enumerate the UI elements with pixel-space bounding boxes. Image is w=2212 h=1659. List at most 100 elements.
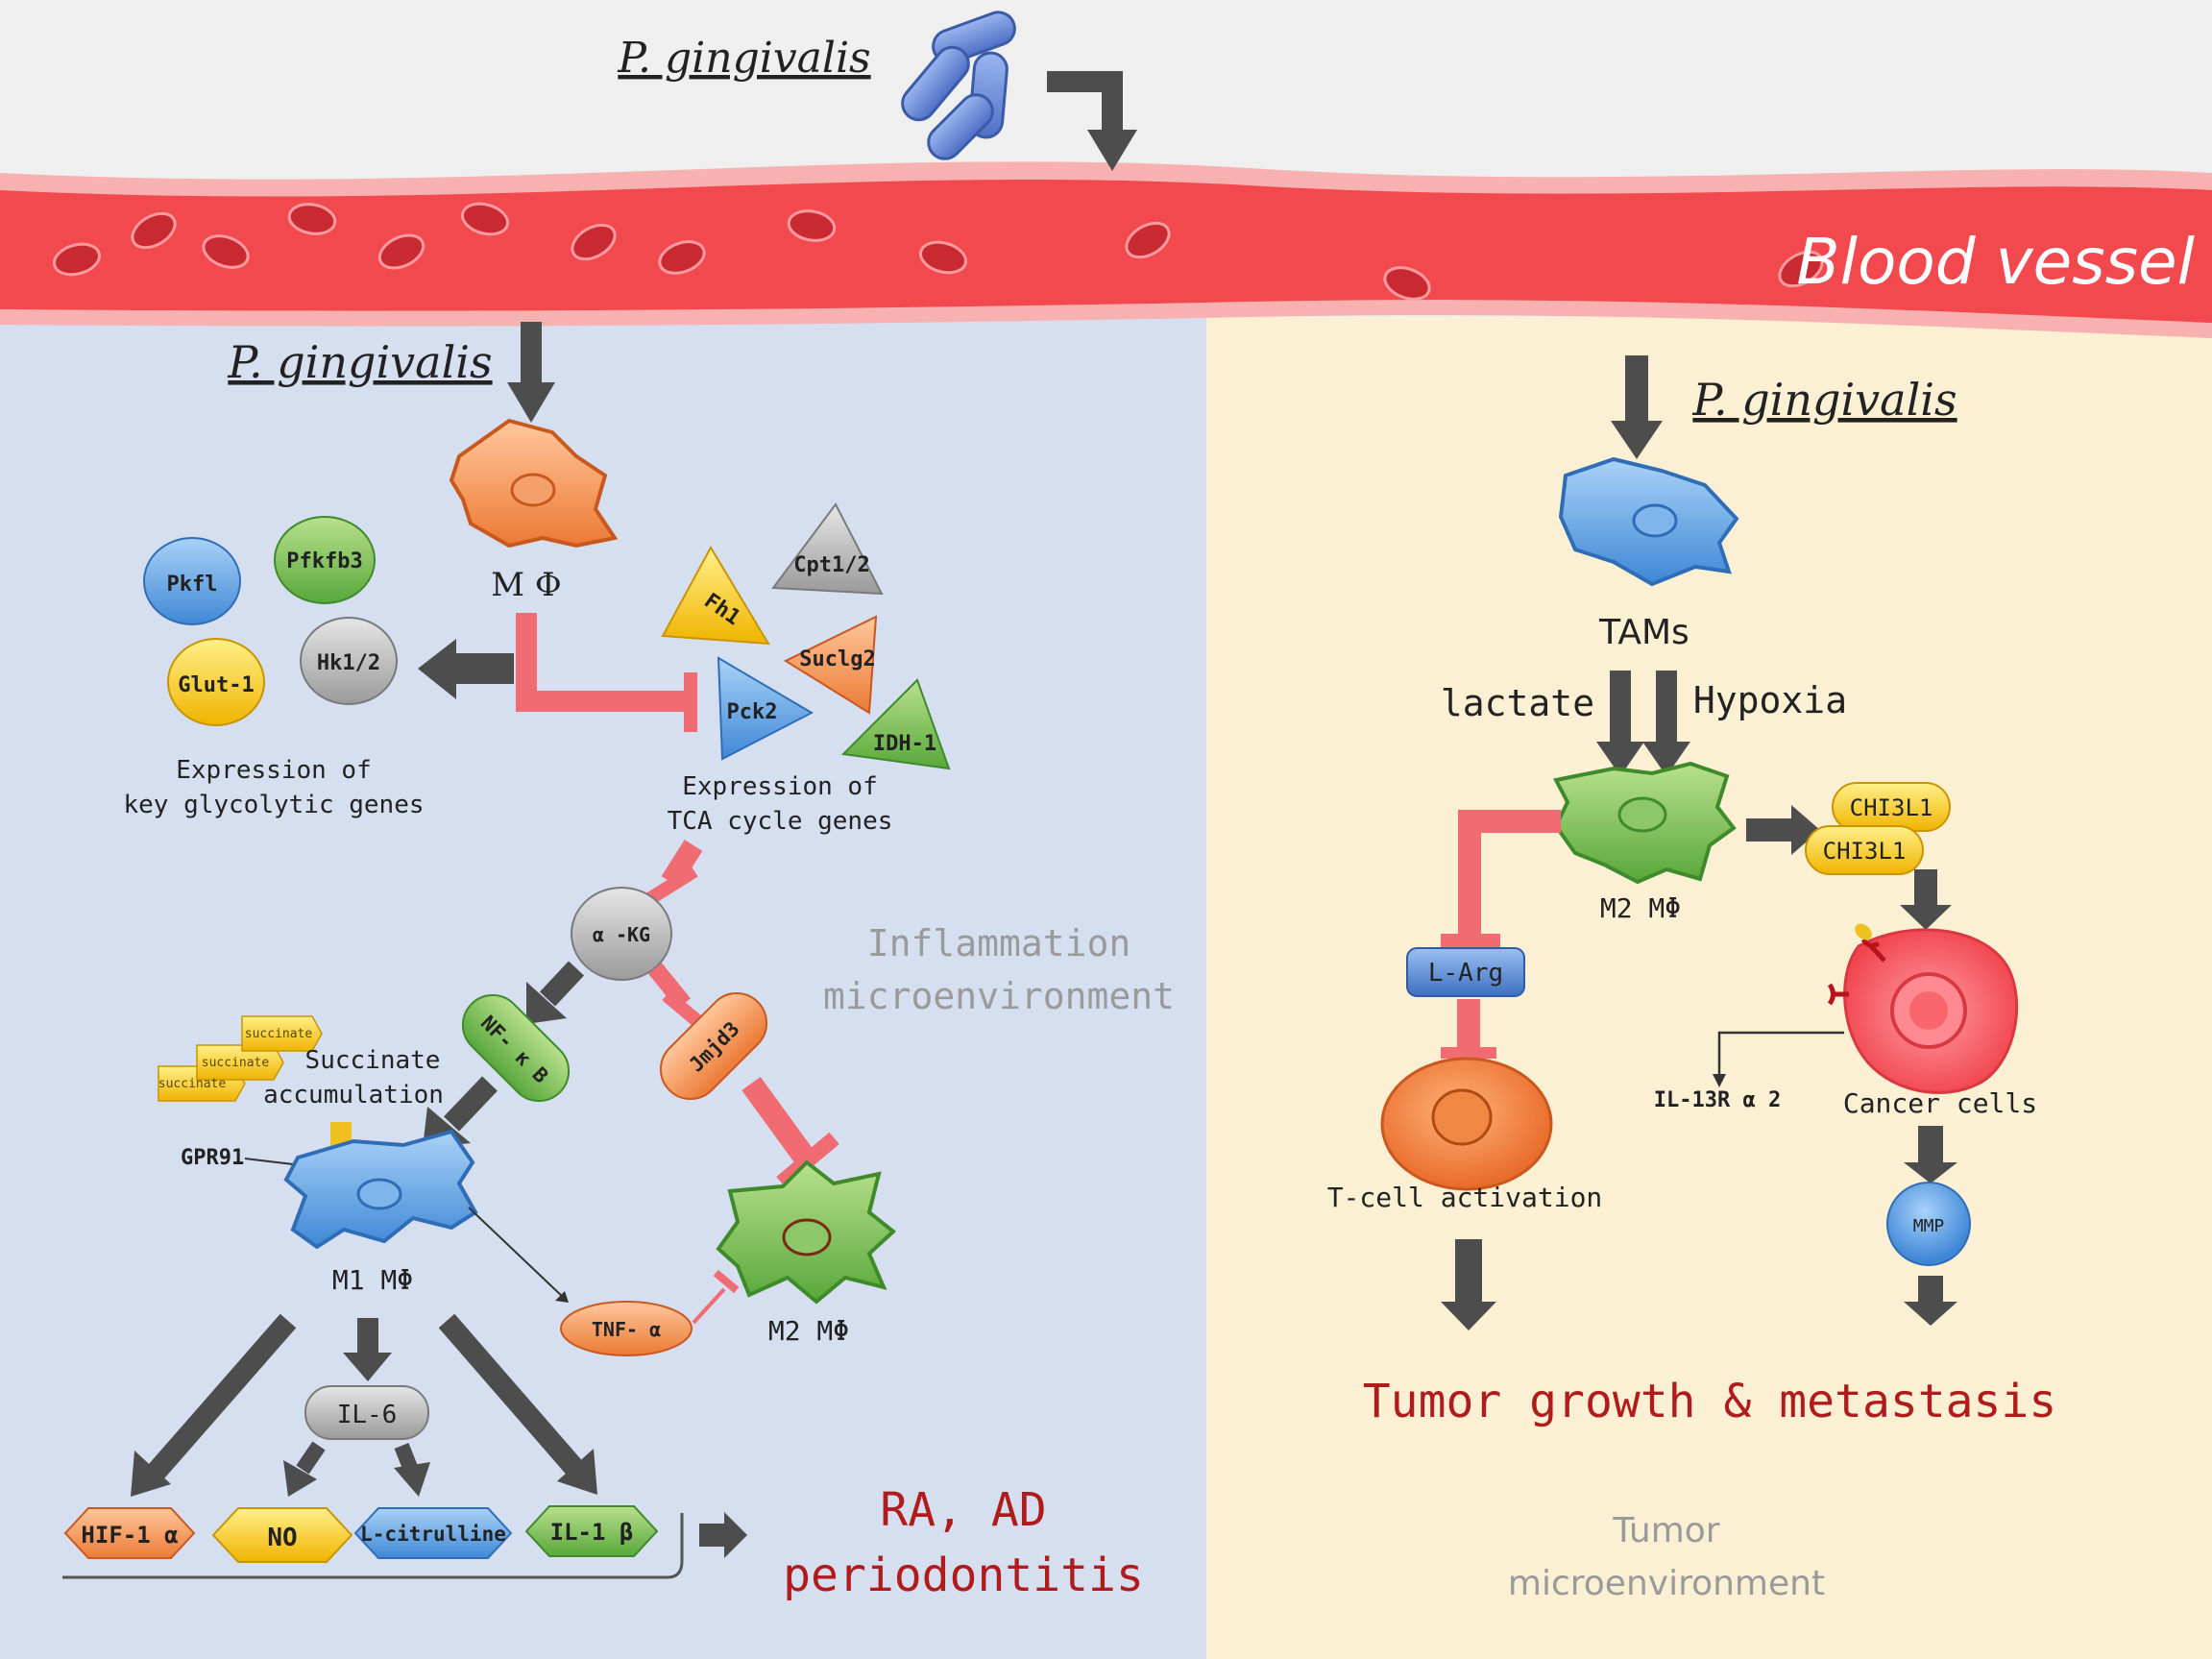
blood-vessel-label: Blood vessel xyxy=(1796,225,2195,299)
m1-il6-arrow xyxy=(343,1318,392,1381)
m2-left-label: M2 MΦ xyxy=(768,1315,849,1347)
mmp-node: MMP xyxy=(1886,1182,1971,1266)
tam-cell xyxy=(1558,456,1739,587)
tumor-outcome-label: Tumor growth & metastasis xyxy=(1363,1375,2056,1428)
tumor-label-line2: microenvironment xyxy=(1508,1564,1825,1603)
left-entry-arrow xyxy=(507,322,555,423)
jmjd3-node: Jmjd3 xyxy=(659,991,768,1101)
mmp-label: MMP xyxy=(1913,1216,1945,1236)
jmjd3-m2-inhibition-line xyxy=(741,1076,814,1165)
tca-caption-line1: Expression of xyxy=(682,772,878,801)
gene-glut1-label: Glut-1 xyxy=(178,673,254,697)
gene-idh1-label: IDH-1 xyxy=(873,732,936,756)
output-hif: HIF-1 α xyxy=(63,1507,196,1559)
output-no: NO xyxy=(211,1507,353,1563)
gene-idh1: IDH-1 xyxy=(840,678,951,770)
output-il1b-label: IL-1 β xyxy=(550,1519,634,1546)
tcell-outcome-arrow xyxy=(1441,1239,1496,1330)
succinate-chips: succinate succinate succinate xyxy=(158,1015,323,1102)
disease-arrow xyxy=(699,1512,747,1558)
gene-pkfl-label: Pkfl xyxy=(167,573,218,597)
gene-pfkfb3-label: Pfkfb3 xyxy=(286,549,362,573)
tca-caption-line2: TCA cycle genes xyxy=(668,807,893,836)
receptor-icon xyxy=(1827,923,1886,1006)
m2-larg-inhibition-line xyxy=(1458,810,1561,937)
cancer-mmp-arrow xyxy=(1904,1126,1957,1183)
tcell-label: T-cell activation xyxy=(1327,1182,1603,1213)
hypoxia-label: Hypoxia xyxy=(1693,679,1847,721)
gene-suclg2-label: Suclg2 xyxy=(799,647,875,671)
bacteria-icon xyxy=(901,11,1016,160)
tca-inhibition-bar xyxy=(684,672,697,732)
cancer-label: Cancer cells xyxy=(1843,1087,2037,1119)
succinate-caption-line2: accumulation xyxy=(263,1081,444,1110)
gene-hk12: Hk1/2 xyxy=(300,617,398,705)
larg-node: L-Arg xyxy=(1406,947,1525,997)
m2-macrophage-cell-right xyxy=(1552,761,1737,885)
m2-chi3l1-arrow xyxy=(1746,805,1820,855)
gene-pck2-label: Pck2 xyxy=(727,700,778,724)
output-no-label: NO xyxy=(267,1524,297,1552)
il6-node: IL-6 xyxy=(304,1385,429,1440)
disease-label-line2: periodontitis xyxy=(783,1549,1144,1602)
m1-macrophage-cell xyxy=(283,1129,478,1250)
succinate-caption-line1: Succinate xyxy=(305,1046,441,1075)
output-citrulline: L-citrulline xyxy=(353,1507,513,1559)
inflammation-label-line1: Inflammation xyxy=(867,922,1131,964)
larg-tcell-inhibition-line xyxy=(1457,999,1480,1047)
m1-tnf-arrow xyxy=(468,1207,566,1300)
glycolysis-arrow xyxy=(418,639,514,699)
hypoxia-arrow xyxy=(1642,671,1690,776)
m1-il1b-arrow xyxy=(438,1313,597,1495)
gene-hk12-label: Hk1/2 xyxy=(317,651,380,675)
chi3l1-node-back: CHI3L1 xyxy=(1832,782,1951,832)
gene-glut1: Glut-1 xyxy=(167,638,265,726)
m2-macrophage-cell-left xyxy=(716,1159,897,1305)
tnf-node: TNF- α xyxy=(560,1301,693,1356)
akg-label: α -KG xyxy=(593,923,650,946)
chi3l1-node-front: CHI3L1 xyxy=(1805,825,1924,875)
output-hif-label: HIF-1 α xyxy=(81,1522,178,1549)
tca-inhibition-line xyxy=(516,613,687,712)
top-pathogen-label: P. gingivalis xyxy=(617,34,870,83)
lactate-arrow xyxy=(1596,671,1644,776)
chi3l1-cancer-arrow xyxy=(1900,869,1952,930)
cancer-cell xyxy=(1843,928,2019,1094)
m1-hif-arrow xyxy=(131,1313,297,1497)
larg-label: L-Arg xyxy=(1428,959,1503,988)
tnf-m2-inhibition-bar xyxy=(713,1269,740,1294)
entry-arrow xyxy=(1047,71,1137,171)
output-il1b: IL-1 β xyxy=(524,1505,659,1557)
tnf-m2-inhibition-line xyxy=(692,1287,726,1325)
cancer-il13-arrow xyxy=(1717,1031,1844,1076)
akg-inhibition-bar xyxy=(645,865,698,905)
gene-suclg2: Suclg2 xyxy=(783,615,878,715)
blood-vessel xyxy=(0,161,2212,338)
gpr91-label: GPR91 xyxy=(181,1146,244,1170)
succinate-chip-3: succinate xyxy=(245,1027,313,1041)
m1-tnf-arrowhead xyxy=(555,1291,569,1303)
outputs-bracket xyxy=(62,1513,684,1579)
right-entry-arrow xyxy=(1611,355,1663,459)
gene-cpt12-label: Cpt1/2 xyxy=(793,553,869,577)
succinate-chip-1: succinate xyxy=(158,1077,227,1091)
il6-no-arrow xyxy=(283,1441,326,1497)
mmp-outcome-arrow xyxy=(1904,1276,1957,1326)
gene-pck2: Pck2 xyxy=(717,656,814,761)
gene-pfkfb3: Pfkfb3 xyxy=(274,516,376,604)
m2-larg-inhibition-bar xyxy=(1441,934,1500,947)
m2-right-label: M2 MΦ xyxy=(1600,892,1681,924)
chi3l1-back-label: CHI3L1 xyxy=(1850,794,1933,821)
tnf-label: TNF- α xyxy=(592,1318,661,1341)
right-pathogen-label: P. gingivalis xyxy=(1691,374,1957,426)
cancer-il13-arrowhead xyxy=(1713,1074,1726,1087)
inflammation-label-line2: microenvironment xyxy=(823,975,1175,1017)
tumor-label-line1: Tumor xyxy=(1612,1511,1719,1550)
disease-label-line1: RA, AD xyxy=(880,1483,1046,1537)
lactate-label: lactate xyxy=(1441,682,1594,724)
akg-node: α -KG xyxy=(571,887,672,981)
macrophage-cell xyxy=(449,418,619,549)
il13-label: IL-13R α 2 xyxy=(1654,1088,1781,1112)
